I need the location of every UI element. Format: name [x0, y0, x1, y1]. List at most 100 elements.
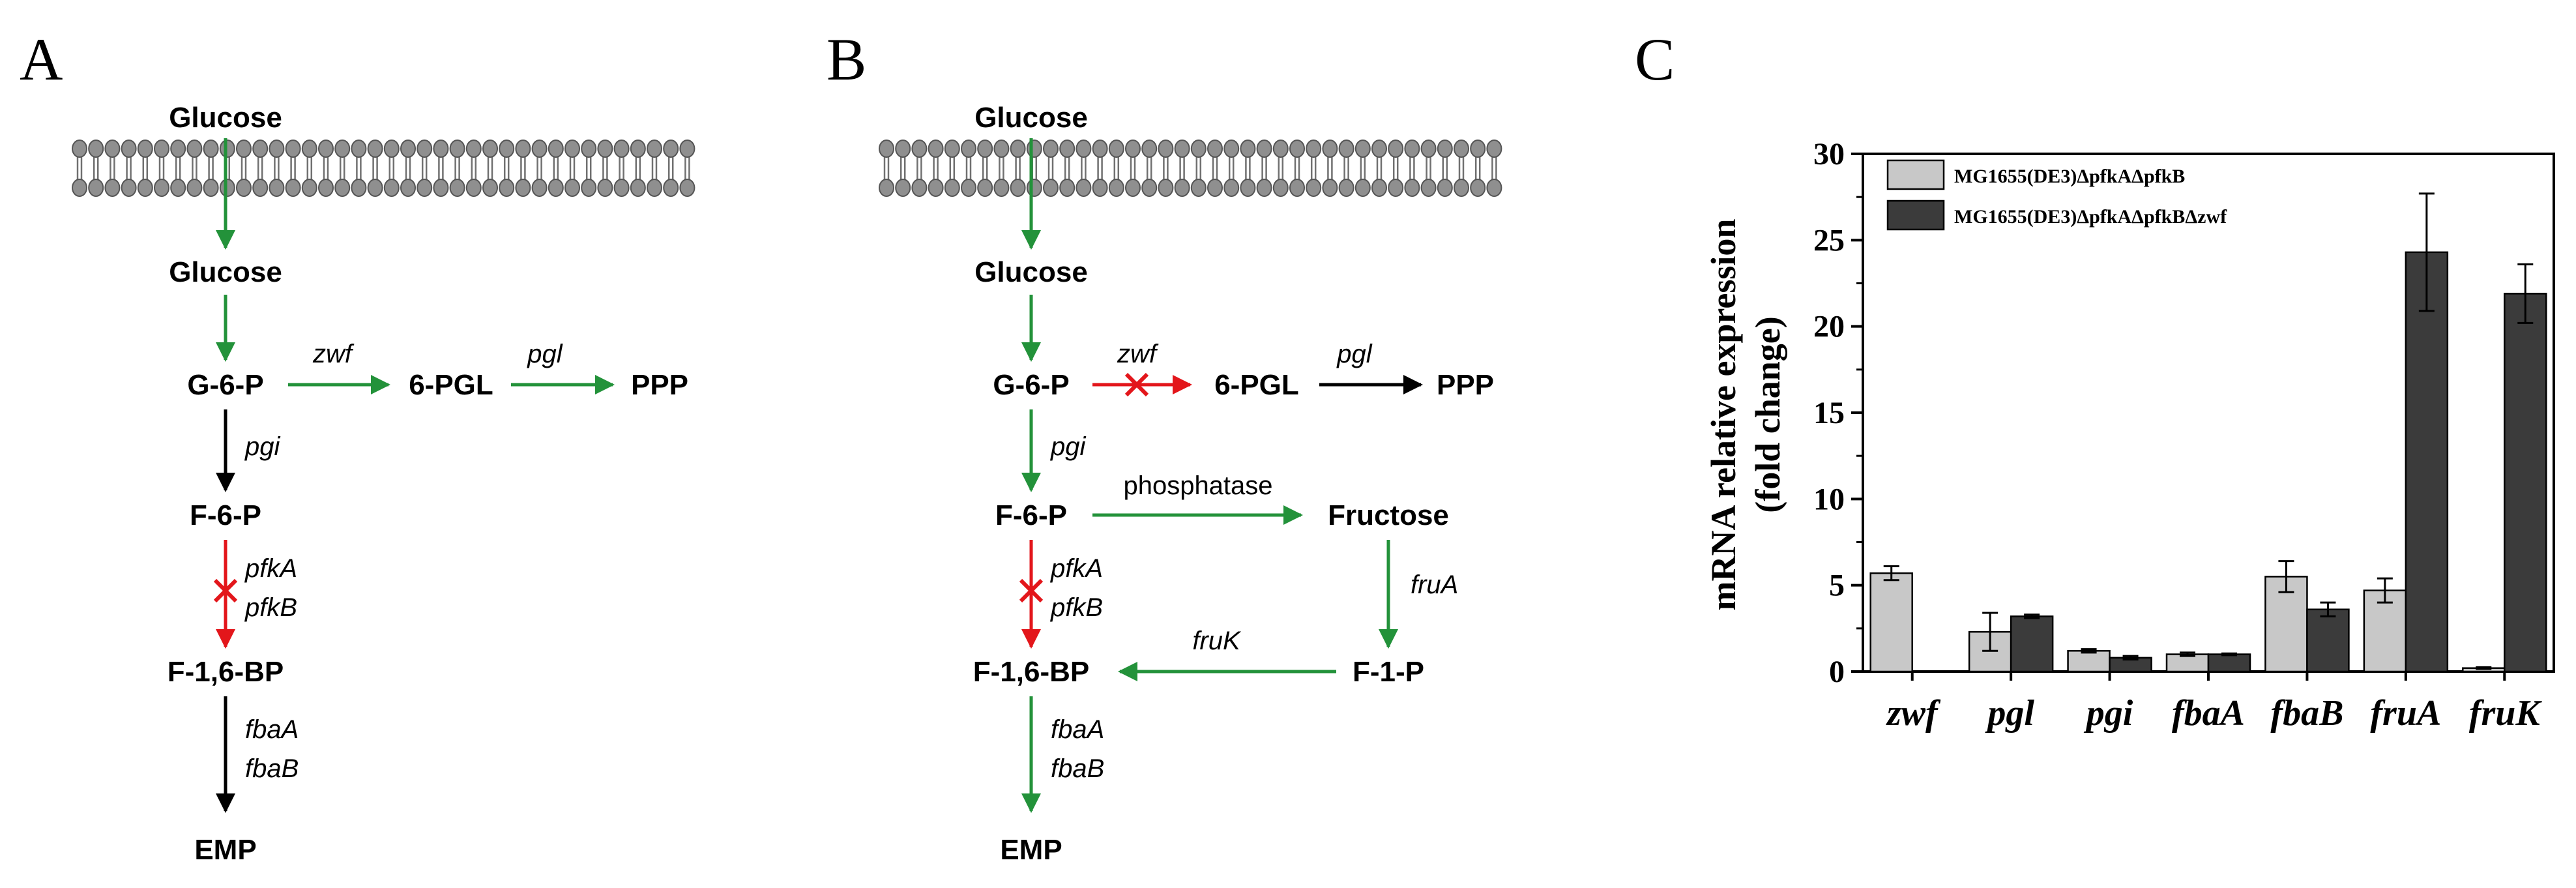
lipid-head [1256, 140, 1272, 158]
error-bar [2377, 577, 2393, 604]
lipid-head [977, 179, 993, 197]
error-bar [2024, 614, 2040, 619]
lipid-head [1437, 140, 1453, 158]
lipid-head [597, 140, 613, 158]
x-tick-label: pgi [2084, 693, 2133, 733]
node-f16bp: F-1,6-BP [168, 656, 284, 688]
blocked-x-icon [1019, 578, 1044, 603]
lipid-head [1158, 140, 1174, 158]
lipid-head [663, 179, 679, 197]
node-f1p: F-1-P [1353, 656, 1424, 688]
lipid-head [236, 140, 252, 158]
lipid-head [630, 179, 646, 197]
lipid-head [433, 179, 449, 197]
bar-series-2 [2306, 608, 2350, 673]
lipid-head [186, 179, 203, 197]
lipid-head [1026, 140, 1042, 158]
error-bar [2476, 666, 2492, 670]
lipid-head [1240, 140, 1256, 158]
lipid-head [895, 179, 911, 197]
lipid-head [564, 140, 580, 158]
lipid-head [1059, 179, 1076, 197]
panel-label-b: B [827, 26, 866, 93]
node-f6p: F-6-P [995, 499, 1067, 531]
node-f16bp: F-1,6-BP [973, 656, 1089, 688]
lipid-head [252, 140, 269, 158]
lipid-head [1404, 140, 1420, 158]
lipid-head [1388, 179, 1404, 197]
lipid-head [449, 140, 465, 158]
lipid-head [1454, 140, 1469, 158]
lipid-head [1223, 140, 1240, 158]
lipid-head [1354, 140, 1371, 158]
lipid-head [465, 179, 482, 197]
lipid-head [1420, 140, 1437, 158]
lipid-head [301, 140, 317, 158]
lipid-head [1158, 179, 1174, 197]
bar-series-1 [2363, 589, 2407, 673]
lipid-head [647, 140, 662, 158]
lipid-head [367, 179, 383, 197]
enzyme-pfkB: pfkB [244, 593, 297, 622]
lipid-head [1338, 140, 1354, 158]
y-tick-label: 10 [1813, 482, 1845, 516]
error-bar [2180, 651, 2195, 657]
node-6pgl: 6-PGL [1214, 369, 1299, 401]
blocked-x-icon [1124, 372, 1149, 397]
error-bar [2418, 192, 2435, 312]
cell-membrane-a [72, 140, 695, 197]
lipid-head [285, 179, 301, 197]
lipid-head [236, 179, 252, 197]
lipid-head [1125, 179, 1141, 197]
lipid-head [1010, 179, 1026, 197]
bar-series-2 [2504, 293, 2547, 673]
lipid-head [911, 179, 928, 197]
lipid-head [531, 179, 548, 197]
lipid-head [548, 140, 564, 158]
node-ppp: PPP [1437, 369, 1494, 401]
plot-frame [1862, 153, 2555, 673]
lipid-head [137, 179, 153, 197]
cell-membrane-b [879, 140, 1502, 197]
lipid-head [400, 140, 416, 158]
x-tick-label: fbaB [2270, 693, 2343, 733]
lipid-head [1354, 179, 1371, 197]
lipid-head [663, 140, 679, 158]
lipid-head [1190, 179, 1207, 197]
lipid-head [334, 140, 351, 158]
node-6pgl: 6-PGL [409, 369, 493, 401]
lipid-head [367, 140, 383, 158]
legend: MG1655(DE3)ΔpfkAΔpfkBMG1655(DE3)ΔpfkAΔpf… [1886, 159, 2227, 231]
lipid-head [1306, 179, 1322, 197]
lipid-head [1420, 179, 1437, 197]
error-bar [2278, 560, 2294, 593]
node-emp: EMP [1000, 834, 1062, 866]
lipid-head [1141, 179, 1158, 197]
lipid-head [170, 179, 186, 197]
panel-a: A Glucose Glucose G-6-P zwf 6-PGL pgl PP… [20, 26, 695, 866]
lipid-head [351, 140, 367, 158]
bar-series-2 [2405, 251, 2449, 673]
x-tick-label: fruA [2370, 693, 2441, 733]
lipid-head [1108, 179, 1124, 197]
lipid-head [318, 140, 334, 158]
lipid-head [1141, 140, 1158, 158]
lipid-head [1174, 179, 1190, 197]
lipid-head [1371, 179, 1387, 197]
y-tick-label: 20 [1813, 310, 1845, 344]
node-glucose-outside: Glucose [169, 102, 282, 134]
panel-b: B Glucose Glucose G-6-P zwf 6-PGL pgl PP… [827, 26, 1502, 866]
lipid-head [154, 179, 169, 197]
y-tick-label: 0 [1829, 655, 1845, 689]
enzyme-pfkA: pfkA [244, 554, 297, 583]
lipid-head [548, 179, 564, 197]
lipid-head [1092, 179, 1108, 197]
blocked-x-icon [213, 578, 238, 603]
lipid-head [1092, 140, 1108, 158]
lipid-head [597, 179, 613, 197]
enzyme-phosphatase: phosphatase [1123, 471, 1272, 500]
enzyme-pgi: pgi [244, 432, 280, 461]
lipid-head [285, 140, 301, 158]
